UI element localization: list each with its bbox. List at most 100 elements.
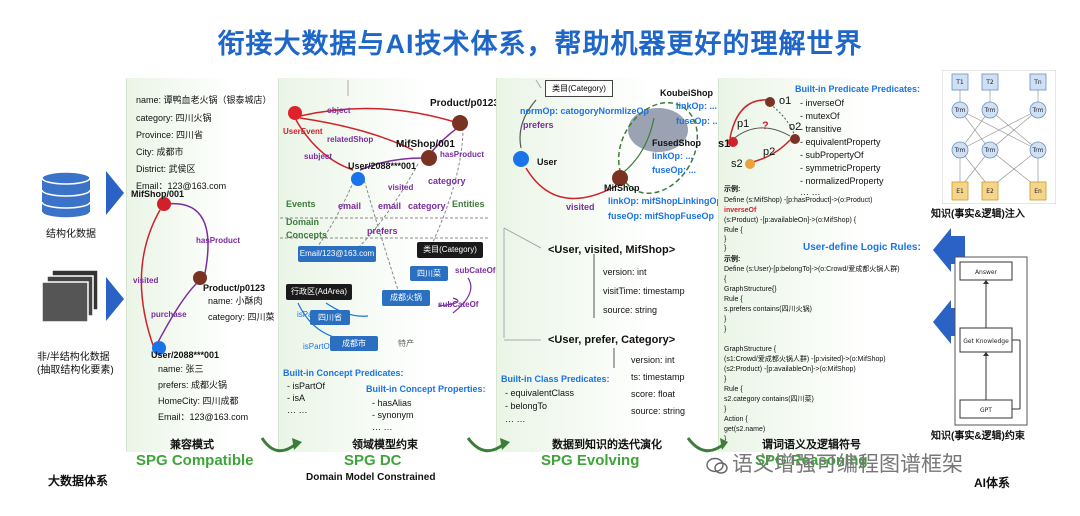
o1-node	[765, 97, 775, 107]
domain-label: Domain	[286, 217, 320, 227]
visited-label: visited	[566, 202, 595, 212]
sichuan-cuisine-concept: 四川菜	[410, 266, 448, 281]
nn-layer-label: Trm	[1032, 107, 1044, 114]
code-line: }	[724, 236, 727, 243]
database-icon	[41, 171, 91, 219]
nn-token-label: T2	[985, 79, 994, 86]
transformer-network-icon: T1 T2 Tn Trm Trm Trm Trm Trm Trm E1 E2 E…	[942, 70, 1056, 204]
class-predicate: - equivalentClass	[505, 388, 575, 398]
prefers-label: prefers	[367, 226, 398, 236]
prefers-label: prefers	[523, 120, 554, 130]
subcateof-label: subCateOf	[455, 266, 496, 275]
p2-label: p2	[763, 146, 776, 158]
arrow-right-icon	[106, 171, 124, 215]
mifshop-label: MifShop/001	[131, 189, 185, 199]
predicate-predicates-title: Built-in Predicate Predicates:	[795, 84, 921, 94]
hasproduct-label: hasProduct	[440, 150, 485, 159]
wechat-icon	[706, 457, 728, 474]
product-label: Product/p0123	[203, 283, 266, 293]
p1-label: p1	[737, 118, 750, 130]
hotpot-concept: 成都火锅	[382, 290, 430, 306]
logic-rules-title: User-define Logic Rules:	[803, 242, 921, 253]
ellipsis: … …	[372, 422, 393, 432]
user-attr: HomeCity: 四川成都	[158, 396, 239, 406]
concept-predicates-title: Built-in Concept Predicates:	[283, 368, 404, 378]
code-line: GraphStructure{}	[724, 286, 777, 293]
knowledge-inject-label: 知识(事实&逻辑)注入	[931, 209, 1025, 220]
visited-label: visited	[388, 183, 414, 192]
s2-node	[745, 159, 755, 169]
code-line: Rule {	[724, 227, 743, 234]
nn-layer-label: Trm	[984, 107, 996, 114]
fuseop-label: fuseOp: ...	[652, 165, 697, 175]
class-predicates-title: Built-in Class Predicates:	[501, 374, 610, 384]
code-line: (s1:Crowd/爱成都火锅人群) -[p:visited]->(o:MifS…	[724, 356, 886, 363]
arrow-right-icon	[106, 277, 124, 321]
panel2-cn: 领域模型约束	[352, 439, 418, 451]
ispartof-label: isPartOf	[303, 342, 332, 351]
unstructured-data-label-1: 非/半结构化数据	[37, 352, 110, 363]
area-concept: 行政区(AdArea)	[286, 284, 352, 300]
panel1-graph	[140, 202, 209, 349]
panel1-cn: 兼容模式	[170, 439, 214, 451]
linkop-label: linkOp: mifShopLinkingOp	[608, 196, 722, 206]
flow-get-knowledge: Get Knowledge	[963, 338, 1009, 345]
s2-label: s2	[731, 158, 743, 170]
s1-node	[728, 137, 738, 147]
flow-gpt: GPT	[980, 407, 992, 414]
predicate-item: - normalizedProperty	[800, 176, 884, 186]
concept-properties-title: Built-in Concept Properties:	[366, 384, 486, 394]
hasproduct-label: hasProduct	[196, 236, 241, 245]
sichuan-province-concept: 四川省	[310, 310, 350, 325]
o1-label: o1	[779, 95, 792, 107]
code-line: }	[724, 406, 727, 413]
linkop-label: linkOp: ...	[676, 101, 718, 111]
nn-token-label: T1	[955, 79, 964, 86]
user-node	[351, 172, 365, 186]
panel-spg-compatible	[126, 78, 277, 452]
category-concept: 类目(Category)	[417, 242, 483, 258]
example-label: 示例:	[724, 186, 741, 193]
code-line: Rule {	[724, 386, 743, 393]
arrow-left-icon	[933, 300, 951, 344]
user-node	[513, 151, 529, 167]
specialty-label: 特产	[398, 339, 414, 348]
panel2-subtitle: Domain Model Constrained	[306, 472, 436, 483]
nn-embedding-label: E2	[986, 188, 994, 195]
code-line: Action {	[724, 416, 748, 423]
email-label: email	[378, 201, 402, 211]
code-line: }	[724, 245, 727, 252]
panel3-graph	[503, 79, 699, 368]
user-label: User/2088***001	[348, 161, 417, 171]
documents-icon	[41, 269, 99, 323]
chengdu-concept: 成都市	[330, 336, 378, 351]
panel4-title: SPG Reasoning	[755, 452, 868, 469]
code-line: s2.category contains(四川菜)	[724, 396, 814, 403]
product-attr: category: 四川菜	[208, 312, 275, 322]
user-label: User/2088***001	[151, 350, 220, 360]
triple-prop: version: int	[603, 267, 647, 277]
code-line: GraphStructure {	[724, 346, 777, 353]
nn-embedding-label: E1	[956, 188, 964, 195]
relatedshop-label: relatedShop	[327, 135, 374, 144]
transition-arrows	[260, 437, 728, 453]
triple-prop: source: string	[603, 305, 658, 315]
user-attr: prefers: 成都火锅	[158, 380, 228, 390]
class-predicate: - belongTo	[505, 401, 548, 411]
event-node	[288, 106, 302, 120]
concepts-label: Concepts	[286, 230, 328, 240]
o2-node	[790, 134, 800, 144]
panel3-title: SPG Evolving	[541, 452, 640, 469]
arrow-left-icon	[933, 228, 951, 272]
panel3-cn: 数据到知识的迭代演化	[552, 439, 662, 451]
purchase-label: purchase	[151, 310, 187, 319]
panel-spg-dc	[278, 78, 494, 452]
product-node	[193, 271, 207, 285]
entities-label: Entities	[452, 199, 485, 209]
ellipsis: … …	[287, 405, 308, 415]
shop-attr: District: 武侯区	[136, 164, 196, 174]
triple-prop: version: int	[631, 355, 675, 365]
nn-layer-label: Trm	[1032, 147, 1044, 154]
subject-label: subject	[304, 152, 333, 161]
category-class: 类目(Category)	[545, 80, 613, 97]
